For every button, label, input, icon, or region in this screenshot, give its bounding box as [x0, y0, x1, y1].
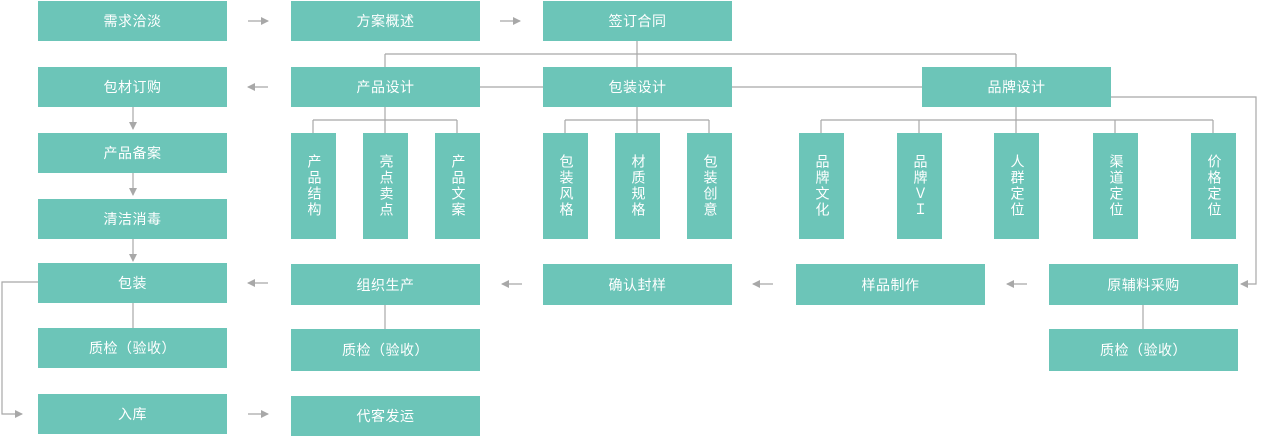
node-product-structure: 产品结构 [291, 133, 336, 239]
node-audience-positioning: 人群定位 [994, 133, 1039, 239]
node-product-copywriting: 产品文案 [435, 133, 480, 239]
node-highlights-selling-points: 亮点卖点 [363, 133, 408, 239]
node-packaging-material-order: 包材订购 [38, 67, 227, 107]
node-packaging-style: 包装风格 [543, 133, 588, 239]
node-quality-check-2: 质检（验收） [291, 329, 480, 371]
node-cleaning-disinfection: 清洁消毒 [38, 199, 227, 239]
node-product-filing: 产品备案 [38, 133, 227, 173]
node-sample-making: 样品制作 [796, 264, 985, 305]
node-product-design: 产品设计 [291, 67, 480, 107]
node-packaging-creativity: 包装创意 [687, 133, 732, 239]
node-raw-material-procurement: 原辅料采购 [1049, 264, 1238, 305]
node-demand-negotiation: 需求洽淡 [38, 1, 227, 41]
node-material-spec: 材质规格 [615, 133, 660, 239]
node-quality-check-1: 质检（验收） [38, 328, 227, 368]
node-confirm-sample-seal: 确认封样 [543, 264, 732, 305]
node-brand-culture: 品牌文化 [799, 133, 844, 239]
arrow-bz-to-rk [1, 281, 38, 418]
node-channel-positioning: 渠道定位 [1093, 133, 1138, 239]
node-packaging: 包装 [38, 263, 227, 303]
node-brand-vi: 品牌ＶＩ [897, 133, 942, 239]
node-sign-contract: 签订合同 [543, 1, 732, 41]
node-packaging-design: 包装设计 [543, 67, 732, 107]
node-shipping-service: 代客发运 [291, 396, 480, 436]
node-proposal-overview: 方案概述 [291, 1, 480, 41]
node-quality-check-3: 质检（验收） [1049, 329, 1238, 371]
node-brand-design: 品牌设计 [922, 67, 1111, 107]
arrow-ppsj-to-yflcg [1111, 96, 1257, 288]
node-organize-production: 组织生产 [291, 264, 480, 305]
node-price-positioning: 价格定位 [1191, 133, 1236, 239]
node-warehousing: 入库 [38, 394, 227, 434]
